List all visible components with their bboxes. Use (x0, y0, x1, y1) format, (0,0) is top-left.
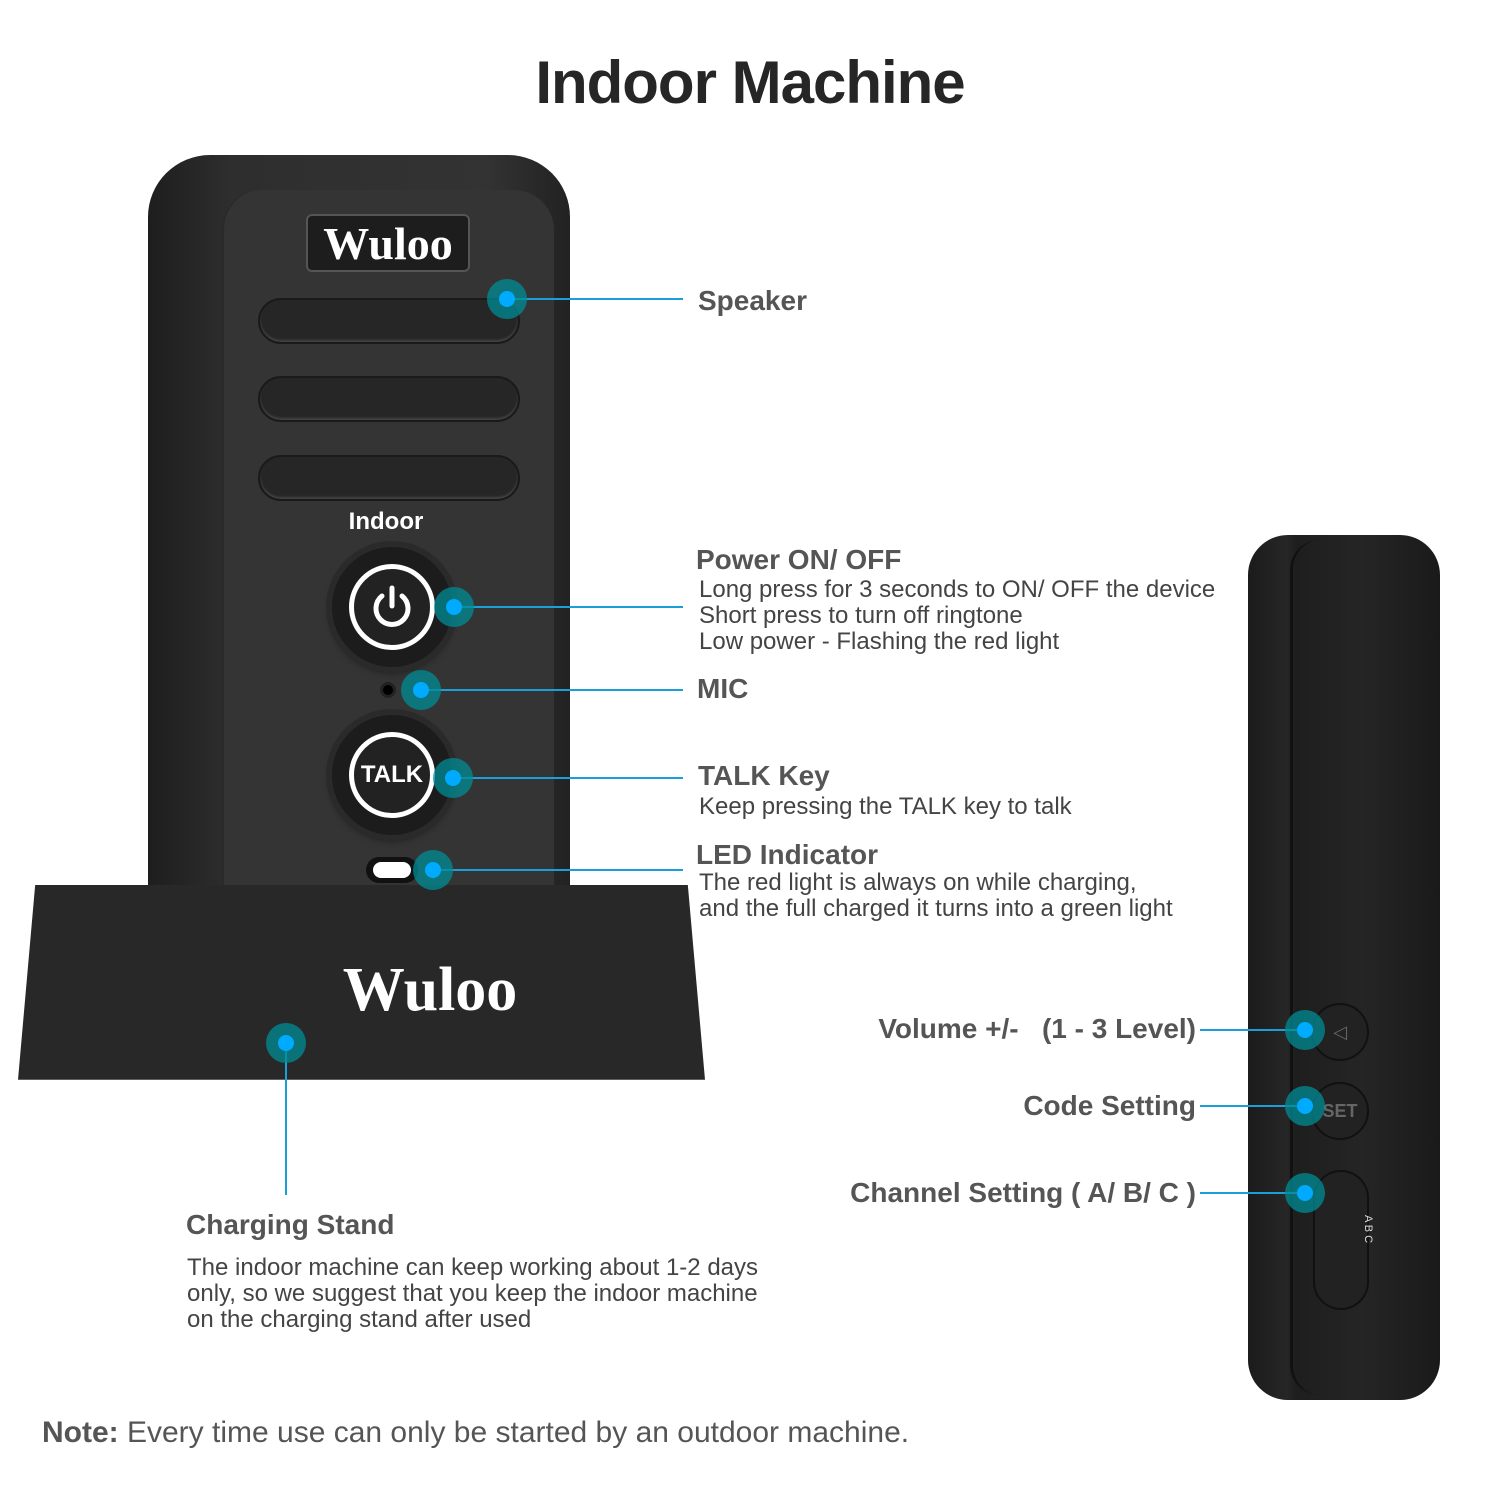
indoor-label: Indoor (348, 508, 424, 535)
led-marker (413, 850, 453, 890)
code-marker (1285, 1086, 1325, 1126)
talk-leader (453, 777, 683, 779)
note: Note: Every time use can only be started… (42, 1416, 909, 1450)
note-label: Note: (42, 1416, 119, 1449)
note-text: Every time use can only be started by an… (118, 1416, 910, 1449)
speaker-grille (258, 298, 520, 344)
led-desc: The red light is always on while chargin… (699, 869, 1173, 922)
channel-leader (1200, 1192, 1305, 1194)
stand-leader (285, 1043, 287, 1195)
speaker-leader (507, 298, 683, 300)
talk-button[interactable]: TALK (332, 715, 452, 835)
power-icon (349, 564, 435, 650)
speaker-grille (258, 376, 520, 422)
talk-desc: Keep pressing the TALK key to talk (699, 793, 1072, 820)
volume-label: Volume +/- (1 - 3 Level) (878, 1013, 1196, 1044)
mic-marker (401, 670, 441, 710)
mic-label: MIC (697, 673, 749, 704)
code-leader (1200, 1105, 1305, 1107)
power-button[interactable] (332, 547, 452, 667)
speaker-icon: ◁ (1333, 1021, 1347, 1042)
channel-marker (1285, 1173, 1325, 1213)
power-marker (434, 587, 474, 627)
led-label: LED Indicator (696, 839, 879, 870)
power-leader (454, 606, 683, 608)
stand-desc: The indoor machine can keep working abou… (187, 1254, 759, 1333)
charging-stand (18, 885, 705, 1080)
led-leader (433, 869, 683, 871)
stand-logo: Wuloo (342, 956, 518, 1024)
channel-marks: A B C (1362, 1215, 1374, 1244)
stand-label: Charging Stand (186, 1209, 395, 1240)
channel-label: Channel Setting ( A/ B/ C ) (850, 1177, 1196, 1208)
stand-marker (266, 1023, 306, 1063)
speaker-marker (487, 279, 527, 319)
volume-marker (1285, 1010, 1325, 1050)
talk-label-callout: TALK Key (698, 760, 830, 791)
speaker-label: Speaker (698, 285, 807, 316)
talk-marker (433, 758, 473, 798)
talk-label: TALK (349, 732, 435, 818)
volume-leader (1200, 1029, 1305, 1031)
led-indicator (366, 857, 418, 883)
side-edge (1290, 540, 1430, 1395)
power-desc: Long press for 3 seconds to ON/ OFF the … (699, 576, 1216, 655)
page-title: Indoor Machine (535, 49, 965, 116)
power-label: Power ON/ OFF (696, 544, 902, 575)
mic-leader (421, 689, 683, 691)
speaker-grille (258, 455, 520, 501)
device-logo: Wuloo (306, 214, 470, 272)
code-label: Code Setting (1023, 1090, 1196, 1121)
mic-hole (380, 682, 396, 698)
